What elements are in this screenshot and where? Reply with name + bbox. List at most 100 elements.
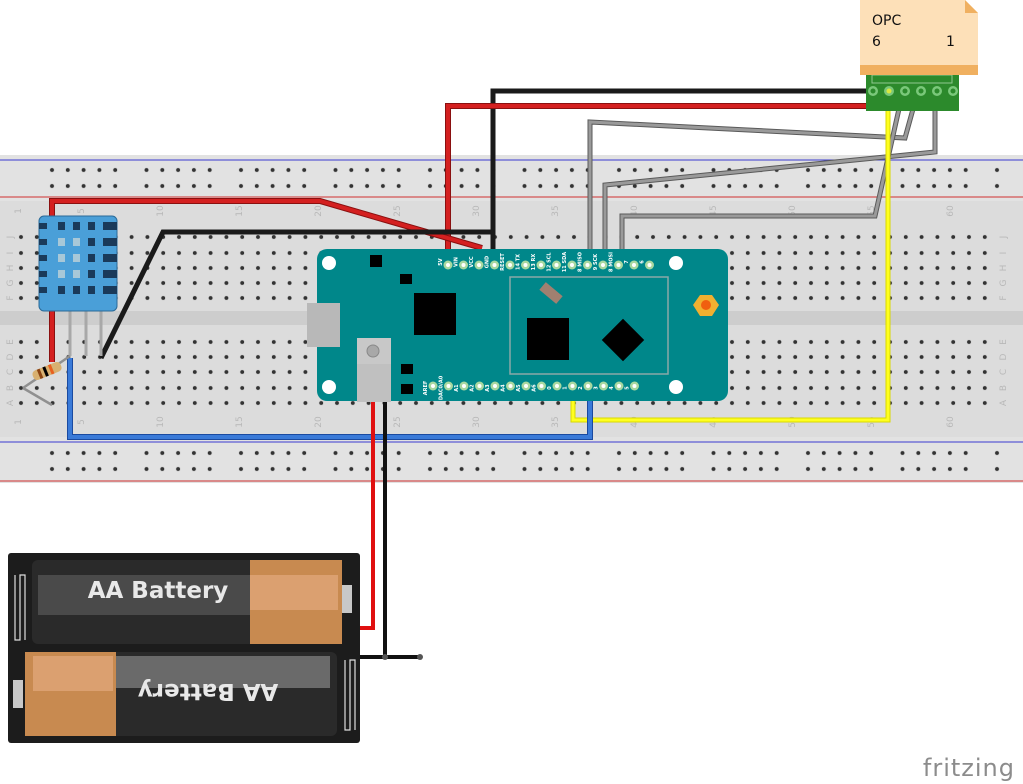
breadboard-hole (982, 355, 987, 359)
row-label: G (6, 279, 16, 286)
rail-hole (144, 168, 149, 172)
breadboard-hole (919, 370, 924, 374)
rail-hole (443, 451, 448, 455)
rail-hole (65, 467, 70, 471)
reset-button[interactable] (366, 344, 380, 358)
breadboard-hole (398, 401, 403, 405)
breadboard-hole (730, 251, 734, 255)
wire-blue-data-core (68, 358, 592, 439)
breadboard-hole (556, 235, 561, 239)
breadboard-hole (82, 401, 87, 405)
board-pin-top-hole (446, 263, 450, 267)
breadboard-hole (256, 340, 260, 344)
breadboard-hole (745, 251, 750, 255)
rail-hole (459, 467, 464, 471)
rail-hole (869, 467, 874, 471)
rail-hole (664, 168, 669, 172)
wire-gray-sck-core (603, 91, 937, 258)
opc-pcb (866, 75, 959, 111)
breadboard-hole (951, 296, 956, 300)
rail-hole (207, 451, 212, 455)
breadboard-hole (240, 266, 245, 270)
breadboard-hole (856, 340, 861, 344)
breadboard-hole (967, 296, 971, 300)
rail-hole (837, 467, 842, 471)
column-label: 1 (14, 419, 24, 425)
breadboard-hole (208, 401, 213, 405)
rail-hole (900, 467, 905, 471)
board-pin-label: AREF (423, 381, 429, 396)
rail-hole (144, 467, 149, 471)
wire-end (417, 654, 423, 660)
resistor[interactable] (22, 354, 71, 407)
breadboard-hole (730, 296, 734, 300)
rail-hole (711, 451, 716, 455)
breadboard-hole (19, 401, 23, 405)
rail-hole (522, 467, 527, 471)
rail-hole (113, 451, 118, 455)
row-label: J (999, 236, 1009, 240)
rail-hole (554, 451, 558, 455)
breadboard-hole (872, 401, 877, 405)
breadboard-hole (177, 251, 181, 255)
breadboard-hole (698, 235, 703, 239)
breadboard-hole (192, 281, 197, 285)
column-label: 10 (156, 416, 166, 428)
breadboard-hole (208, 235, 213, 239)
board-pin-label: 2 (578, 386, 584, 390)
breadboard-hole (840, 355, 845, 359)
breadboard-hole (192, 340, 197, 344)
opc-module[interactable]: OPC 6 1 (860, 0, 978, 111)
wire-black-sensor-gnd (98, 229, 493, 360)
breadboard-hole (256, 386, 260, 390)
rail-hole (365, 451, 369, 455)
rail-hole (806, 467, 810, 471)
breadboard-hole (192, 235, 197, 239)
board-pin-bottom-hole (570, 384, 575, 388)
rail-hole (65, 451, 70, 455)
breadboard-hole (809, 355, 813, 359)
rail-hole (821, 451, 826, 455)
battery-pack[interactable]: AA Battery AA Battery (8, 402, 423, 743)
breadboard-hole (967, 340, 971, 344)
rail-hole (821, 184, 826, 188)
rail-hole (995, 451, 999, 455)
breadboard-hole (145, 370, 150, 374)
breadboard-hole (34, 281, 39, 285)
breadboard-hole (714, 401, 719, 405)
rail-hole (648, 467, 653, 471)
breadboard-hole (113, 355, 118, 359)
breadboard-hole (145, 401, 150, 405)
rail-hole (475, 451, 480, 455)
opc-pin-hole (918, 88, 924, 94)
rail-hole (475, 467, 480, 471)
board-pin-bottom-hole (601, 384, 606, 388)
breadboard-hole (19, 355, 23, 359)
breadboard-hole (745, 266, 750, 270)
rail-hole (963, 451, 968, 455)
breadboard-hole (651, 401, 655, 405)
board-pin-label: 9 SCK (593, 253, 599, 270)
rail-hole (50, 451, 54, 455)
rail-hole (381, 168, 385, 172)
breadboard-hole (793, 235, 798, 239)
breadboard-hole (903, 281, 908, 285)
rail-hole (113, 184, 118, 188)
breadboard-hole (698, 401, 703, 405)
column-label: 5 (77, 208, 87, 214)
rail-hole (302, 184, 307, 188)
breadboard-hole (840, 340, 845, 344)
breadboard-hole (935, 296, 940, 300)
breadboard-hole (145, 355, 150, 359)
dht-sensor[interactable] (38, 215, 118, 356)
breadboard-hole (208, 296, 213, 300)
breadboard-hole (303, 355, 308, 359)
rail-hole (554, 184, 558, 188)
rail-hole (239, 467, 243, 471)
breadboard-hole (793, 401, 798, 405)
breadboard-hole (777, 281, 782, 285)
rail-hole (396, 168, 401, 172)
rail-hole (916, 184, 921, 188)
rail-hole (254, 467, 259, 471)
